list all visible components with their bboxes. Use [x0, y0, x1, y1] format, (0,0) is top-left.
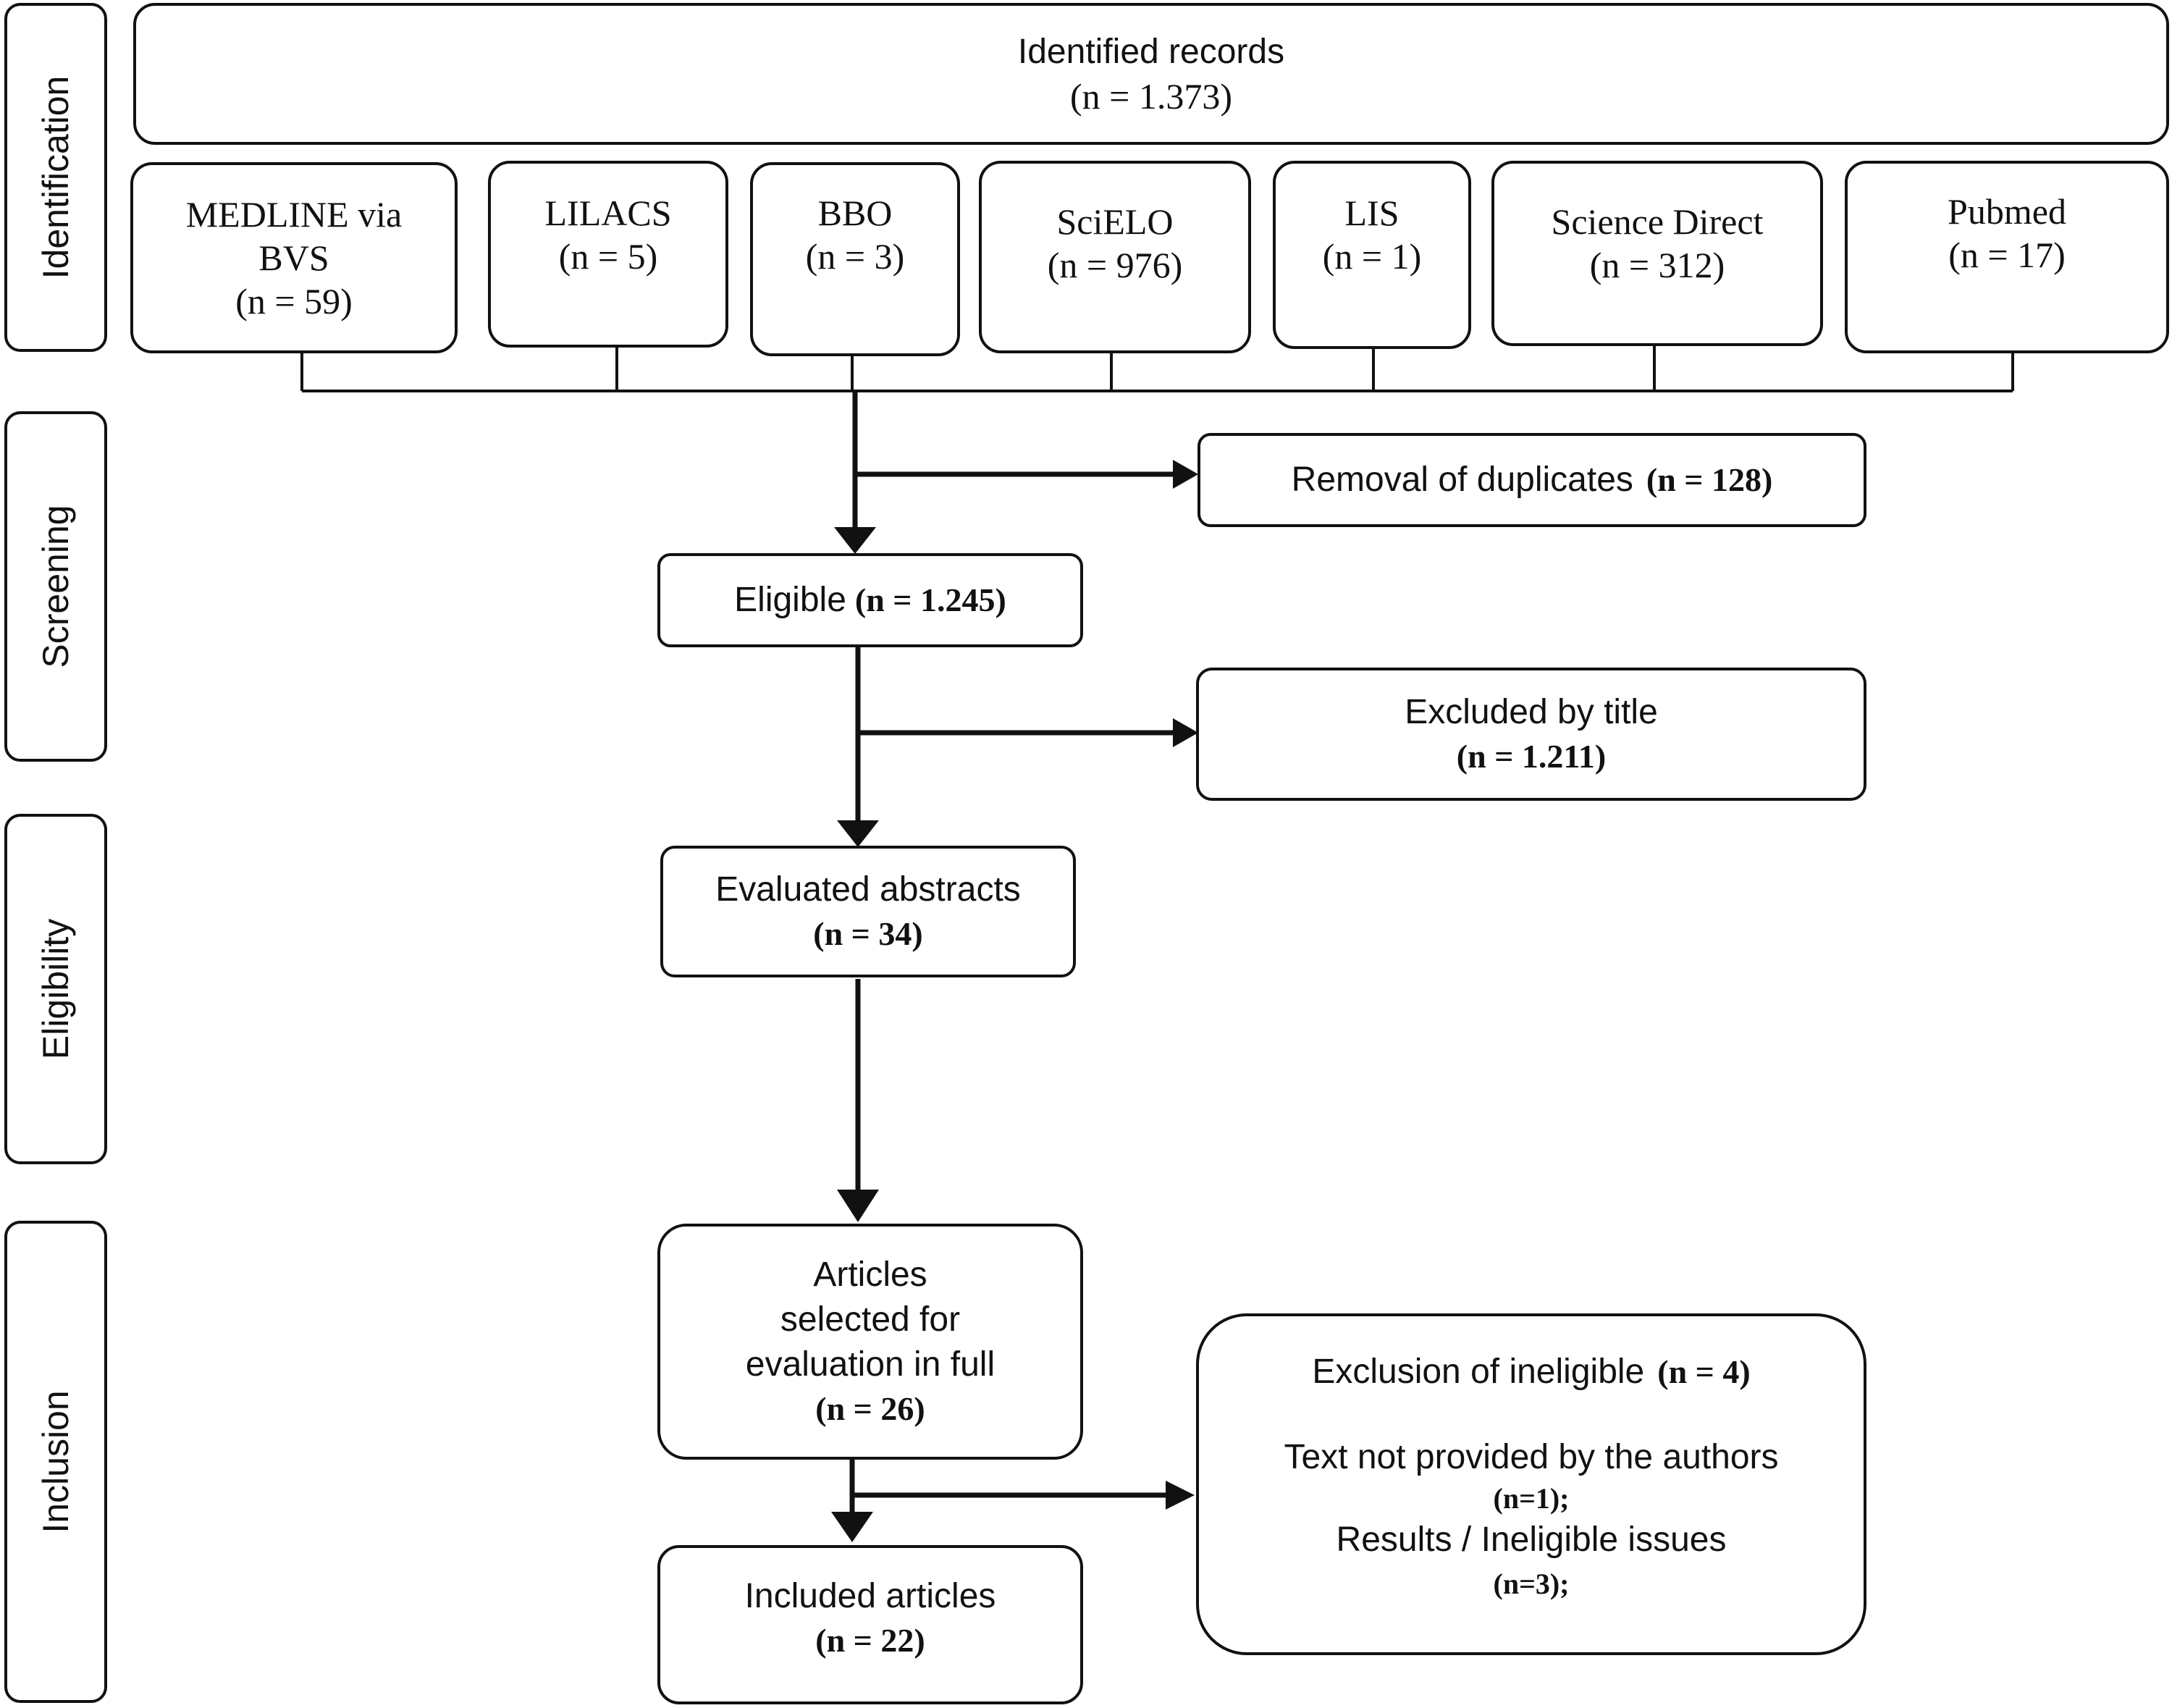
phase-eligibility: Eligibility [4, 814, 107, 1164]
ineligible-box: Exclusion of ineligible (n = 4) Text not… [1196, 1313, 1866, 1655]
reason-text: Results / Ineligible issues [1336, 1520, 1727, 1559]
source-name: BVS [258, 237, 329, 278]
ineligible-count: (n = 4) [1657, 1353, 1751, 1390]
eligible-label: Eligible [734, 581, 846, 619]
arrowhead-right [1166, 1481, 1195, 1510]
source-count: (n = 17) [1948, 235, 2066, 275]
identified-count: (n = 1.373) [1070, 76, 1232, 117]
full-eval-count: (n = 26) [815, 1390, 925, 1427]
phase-label: Identification [35, 75, 76, 279]
source-name: LIS [1344, 193, 1399, 233]
abstracts-label: Evaluated abstracts [715, 870, 1021, 909]
arrowhead-right [1173, 460, 1198, 489]
source-name: LILACS [544, 193, 672, 233]
source-pubmed: Pubmed (n = 17) [1845, 161, 2169, 353]
phase-inclusion: Inclusion [4, 1221, 107, 1703]
source-count: (n = 5) [558, 236, 658, 277]
duplicates-box: Removal of duplicates (n = 128) [1197, 433, 1866, 527]
ineligible-label: Exclusion of ineligible [1312, 1352, 1645, 1391]
source-count: (n = 976) [1047, 245, 1183, 285]
source-count: (n = 59) [235, 281, 353, 321]
excluded-by-title-box: Excluded by title (n = 1.211) [1196, 668, 1866, 801]
source-lis: LIS (n = 1) [1273, 161, 1471, 349]
eligible-box: Eligible (n = 1.245) [657, 553, 1083, 647]
full-eval-line: evaluation in full [745, 1345, 996, 1384]
source-scielo: SciELO (n = 976) [979, 161, 1251, 353]
arrowhead-down [834, 527, 876, 554]
full-eval-line: selected for [780, 1300, 961, 1339]
arrowhead-down [837, 820, 879, 847]
reason-count: (n=3); [1493, 1568, 1570, 1600]
ineligible-heading: Exclusion of ineligible (n = 4) [1312, 1350, 1750, 1394]
eligible-count: (n = 1.245) [854, 581, 1006, 618]
abstracts-count: (n = 34) [813, 915, 923, 952]
arrowhead-down [831, 1512, 873, 1542]
phase-label: Screening [35, 505, 76, 668]
full-evaluation-box: Articles selected for evaluation in full… [657, 1224, 1083, 1460]
source-science-direct: Science Direct (n = 312) [1491, 161, 1823, 346]
arrowhead-right [1173, 718, 1198, 747]
duplicates-label: Removal of duplicates [1291, 460, 1633, 499]
reason-text: Text not provided by the authors [1284, 1438, 1779, 1476]
source-name: BBO [817, 193, 893, 233]
source-count: (n = 3) [805, 236, 905, 277]
source-count: (n = 1) [1322, 236, 1422, 277]
phase-identification: Identification [4, 3, 107, 352]
source-name: SciELO [1056, 201, 1174, 242]
full-eval-line: Articles [813, 1255, 927, 1294]
source-name: Pubmed [1948, 191, 2066, 232]
source-name: MEDLINE via [185, 194, 403, 235]
reason-count: (n=1); [1493, 1482, 1570, 1515]
included-label: Included articles [744, 1577, 996, 1615]
evaluated-abstracts-box: Evaluated abstracts (n = 34) [660, 846, 1076, 977]
source-bbo: BBO (n = 3) [750, 162, 960, 356]
source-name: Science Direct [1551, 201, 1764, 242]
included-articles-box: Included articles (n = 22) [657, 1545, 1083, 1704]
identified-label: Identified records [1017, 33, 1285, 71]
phase-label: Eligibility [35, 918, 76, 1060]
source-lilacs: LILACS (n = 5) [488, 161, 728, 348]
identified-records-box: Identified records (n = 1.373) [133, 3, 2169, 145]
phase-label: Inclusion [35, 1390, 76, 1534]
phase-screening: Screening [4, 411, 107, 762]
excluded-title-count: (n = 1.211) [1456, 738, 1607, 775]
duplicates-count: (n = 128) [1646, 461, 1773, 498]
excluded-title-label: Excluded by title [1405, 693, 1658, 731]
source-count: (n = 312) [1589, 245, 1725, 285]
source-medline: MEDLINE via BVS (n = 59) [130, 162, 458, 353]
included-count: (n = 22) [815, 1622, 925, 1659]
arrowhead-down [837, 1190, 879, 1222]
